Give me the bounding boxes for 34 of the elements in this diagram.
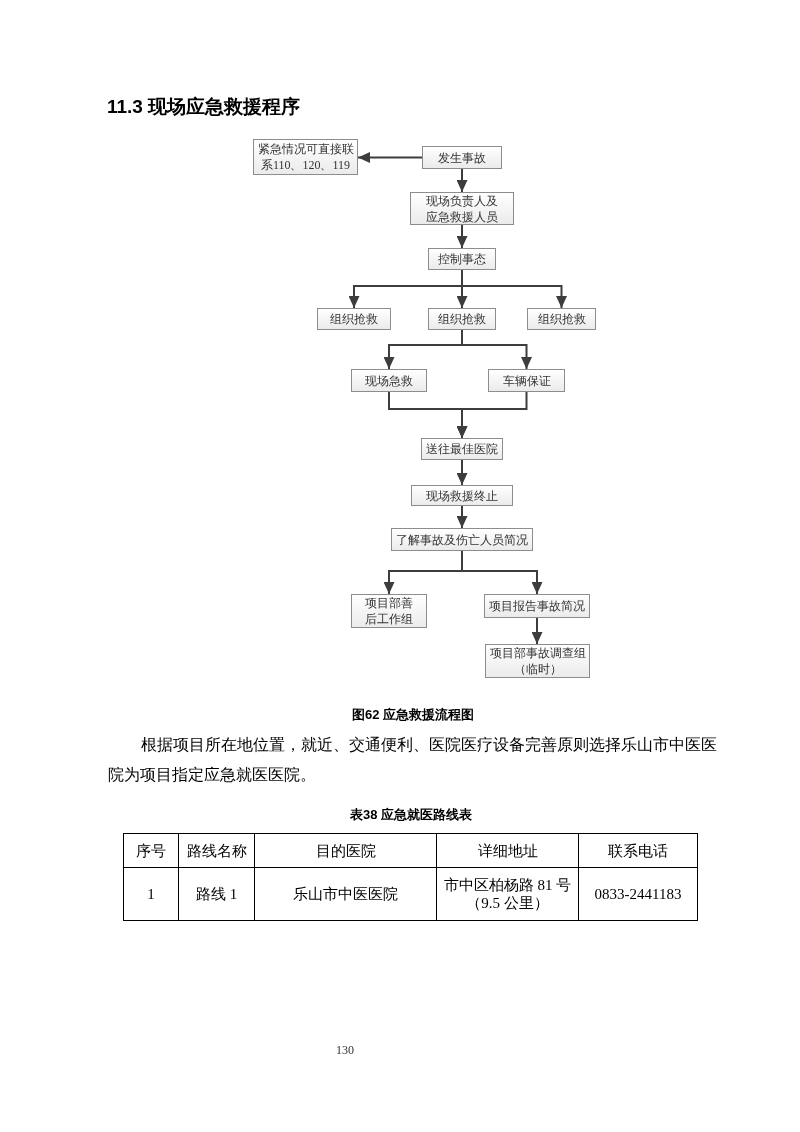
process-box: 发生事故 — [422, 146, 502, 169]
arrow — [357, 152, 423, 163]
process-box: 项目部善后工作组 — [351, 594, 427, 628]
arrow — [456, 168, 468, 193]
arrow — [456, 224, 468, 249]
process-box: 控制事态 — [428, 248, 496, 270]
arrow — [456, 505, 468, 529]
table-cell: 0833-2441183 — [578, 867, 698, 921]
table-cell: 1 — [123, 867, 179, 921]
arrow — [456, 459, 468, 486]
process-box: 现场急救 — [351, 369, 427, 392]
process-box: 组织抢救 — [428, 308, 496, 330]
body-paragraph: 根据项目所在地位置，就近、交通便利、医院医疗设备完善原则选择乐山市中医医院为项目指定应急就医医院。 — [108, 734, 718, 786]
arrow — [461, 329, 532, 370]
page-number: 130 — [336, 1043, 354, 1057]
arrow — [456, 391, 528, 439]
process-box: 送往最佳医院 — [421, 438, 503, 460]
table-header-cell: 序号 — [123, 833, 179, 868]
process-box: 车辆保证 — [488, 369, 565, 392]
process-box: 组织抢救 — [527, 308, 596, 330]
table-header-cell: 联系电话 — [578, 833, 698, 868]
process-box: 组织抢救 — [317, 308, 391, 330]
process-box: 现场救援终止 — [411, 485, 513, 506]
section-heading: 11.3 现场应急救援程序 — [107, 95, 301, 119]
table-caption: 表38 应急就医路线表 — [350, 807, 473, 823]
arrow — [461, 269, 567, 309]
arrow — [531, 617, 543, 645]
process-box: 紧急情况可直接联系110、120、119 — [253, 139, 358, 175]
process-box: 项目报告事故简况 — [484, 594, 590, 618]
process-box: 了解事故及伤亡人员简况 — [391, 528, 533, 551]
figure-caption: 图62 应急救援流程图 — [352, 707, 475, 723]
process-box: 现场负责人及应急救援人员 — [410, 192, 514, 225]
arrow — [461, 550, 543, 595]
process-box: 项目部事故调查组（临时） — [485, 644, 590, 678]
